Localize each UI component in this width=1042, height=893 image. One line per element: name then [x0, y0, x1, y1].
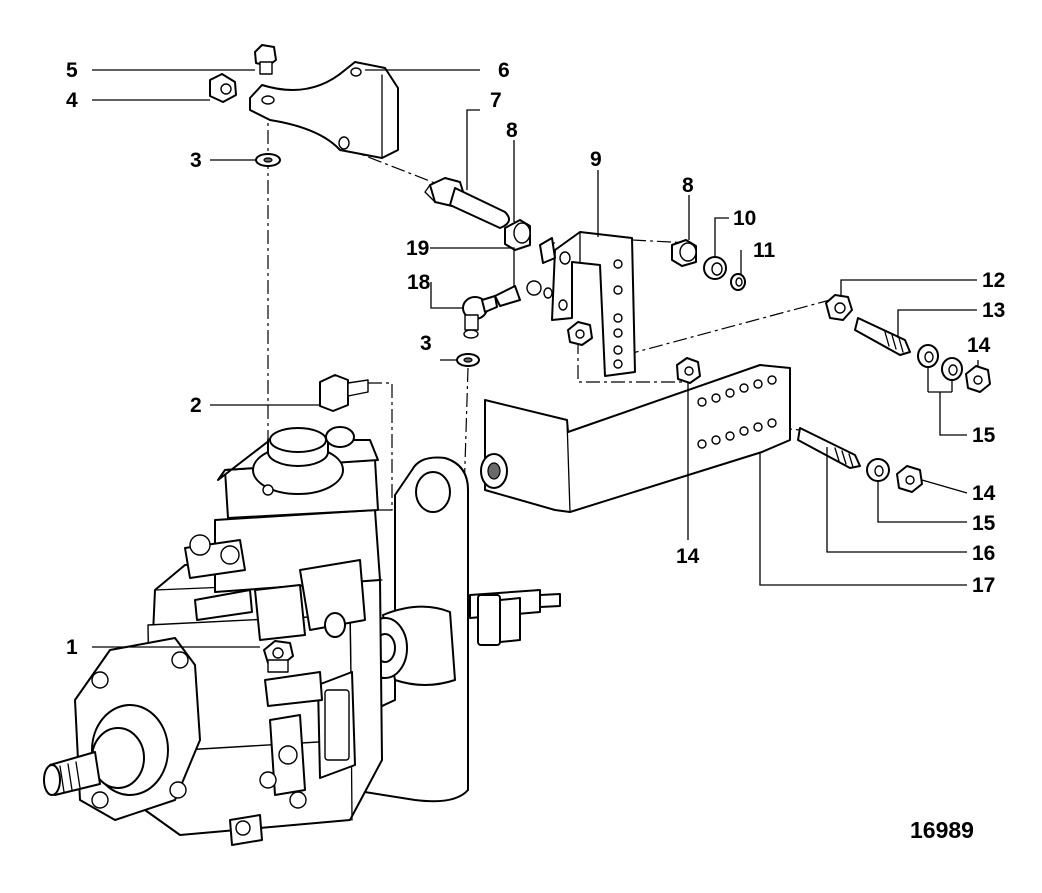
callout-19: 19: [406, 237, 429, 260]
callout-11: 11: [753, 239, 776, 262]
callout-14-right-lower: 14: [972, 482, 996, 505]
washer-10: [703, 256, 727, 280]
washer-3-lower: [456, 353, 480, 367]
stud-7: [424, 177, 510, 229]
callout-13: 13: [982, 299, 1005, 322]
callout-18: 18: [407, 271, 431, 294]
bracket-6: [249, 61, 399, 159]
callout-5: 5: [66, 59, 78, 82]
callout-1: 1: [66, 636, 78, 659]
callout-7: 7: [490, 89, 502, 112]
stud-13: [854, 317, 911, 356]
callout-14-center: 14: [676, 545, 700, 568]
nut-4: [209, 73, 237, 103]
callout-15-lower: 15: [972, 512, 996, 535]
callout-3-top: 3: [190, 149, 202, 172]
callout-6: 6: [498, 59, 510, 82]
callout-8-left: 8: [506, 119, 518, 142]
ball-joint-18: [462, 295, 498, 339]
injection-pump: [43, 426, 561, 846]
callout-3-lower: 3: [420, 332, 432, 355]
bolt-5: [254, 44, 277, 75]
nut-14-center: [676, 357, 701, 384]
bushing-8-left: [504, 219, 531, 251]
washer-15-lower: [866, 458, 890, 482]
washer-15-upper-b: [941, 357, 963, 381]
callout-10: 10: [733, 207, 756, 230]
figure-number: 16989: [910, 817, 974, 843]
callout-labels: 1 2 3 3 4 5 6 7 8 8 9 10 11 12 13 14 14 …: [66, 59, 1005, 843]
nut-14-right-upper: [965, 365, 991, 393]
callout-12: 12: [982, 269, 1005, 292]
bushing-8-right: [671, 239, 697, 267]
nut-14-bracket: [567, 321, 593, 346]
callout-4: 4: [66, 89, 78, 112]
callout-14-right-upper: 14: [967, 334, 991, 357]
callout-15-upper: 15: [972, 424, 996, 447]
nut-14-right-lower: [896, 465, 923, 493]
washer-15-upper-a: [917, 344, 939, 368]
bracket-9: [539, 231, 636, 377]
callout-16: 16: [972, 542, 995, 565]
stud-16: [797, 427, 861, 469]
callout-8-right: 8: [682, 174, 694, 197]
callout-9: 9: [590, 148, 602, 171]
bolt-2: [319, 374, 369, 412]
bracket-17: [480, 364, 791, 513]
washer-3-top: [255, 153, 281, 167]
leader-lines: [92, 69, 979, 648]
callout-2: 2: [190, 394, 202, 417]
nut-12: [825, 294, 853, 321]
screw-19: [494, 280, 553, 307]
clip-11: [730, 273, 746, 291]
callout-17: 17: [972, 574, 995, 597]
